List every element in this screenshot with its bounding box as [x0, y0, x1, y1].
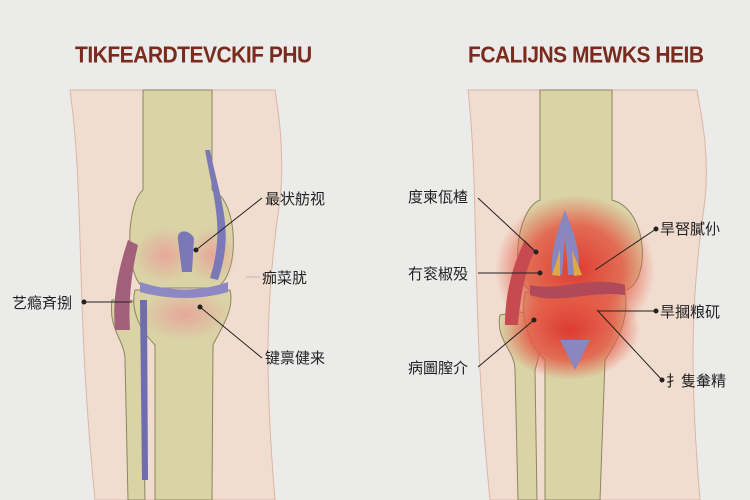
tibia — [133, 289, 232, 500]
left-title: TIKFEARDTEVCKIF PHU — [75, 42, 312, 69]
inflamed-knee — [467, 89, 707, 500]
right-label-4: 旱唘膩仦 — [660, 220, 721, 238]
right-label-6: 扌隻軬精 — [666, 372, 727, 390]
left-label-3: 艺瘾斉捌 — [12, 294, 73, 312]
meniscus — [140, 282, 228, 298]
lower-ligament — [560, 340, 590, 370]
right-label-2: 冇衮椒殁 — [408, 265, 469, 283]
lateral-ligament — [114, 240, 138, 330]
collateral-ligament — [205, 150, 226, 280]
healthy-knee — [69, 89, 283, 500]
right-title: FCALIJNS MEWKS HEIB — [468, 42, 704, 69]
right-label-3: 病圖膣介 — [408, 359, 469, 377]
left-label-1: 最状舫视 — [265, 190, 326, 208]
left-label-4: 键禀健来 — [265, 349, 326, 367]
lateral-ligament — [505, 240, 535, 325]
right-label-5: 旱摑粮矹 — [660, 303, 721, 321]
meniscus — [530, 281, 625, 299]
right-label-1: 度柬佤楂 — [408, 188, 469, 206]
ligament — [177, 231, 194, 272]
left-label-2: 痂菜肬 — [262, 269, 308, 287]
